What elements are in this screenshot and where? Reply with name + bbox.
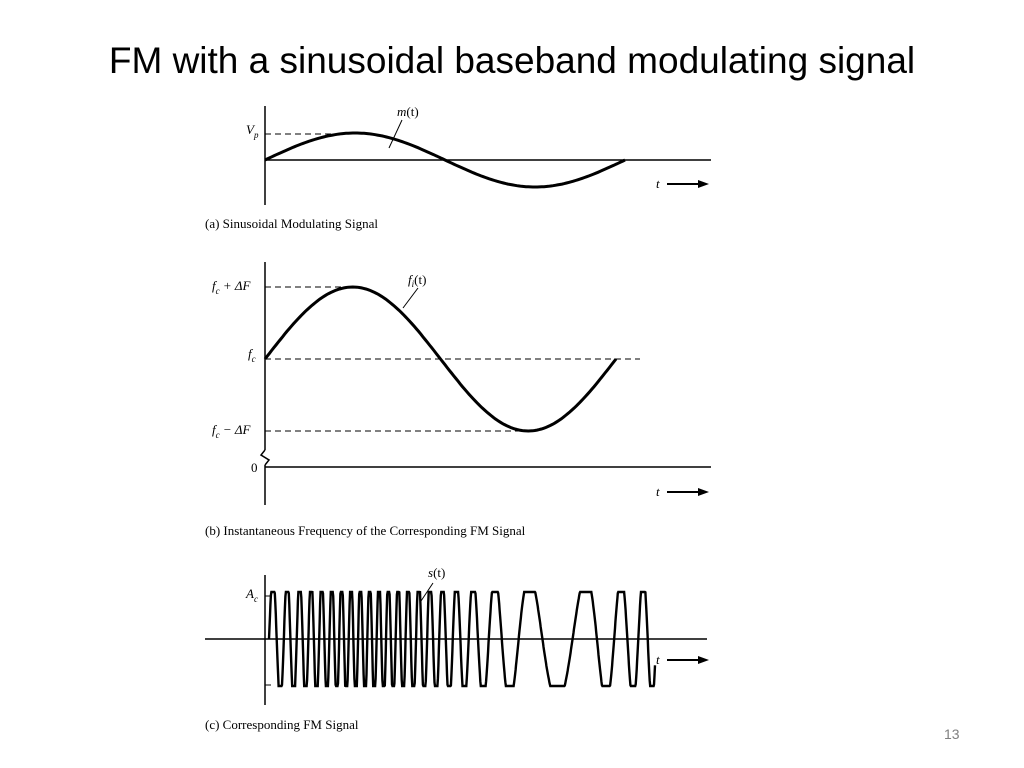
- panel-a-peak-label-base: V: [246, 122, 256, 137]
- panel-c-label-leader: [420, 582, 434, 602]
- panel-b-center-label-sub: c: [252, 354, 256, 364]
- panel-b-lower-label-rest: − ΔF: [220, 422, 252, 437]
- panel-a-curve-label: m(t): [397, 104, 419, 119]
- instantaneous-frequency-curve: [263, 285, 618, 433]
- panel-b-curve-label: fi(t): [408, 272, 426, 289]
- panel-b-curve-label-sub: i: [412, 279, 415, 289]
- panel-a-curve-label-arg: (t): [406, 104, 418, 119]
- panel-c-curve-label-arg: (t): [433, 565, 445, 580]
- panel-b-caption: (b) Instantaneous Frequency of the Corre…: [205, 523, 526, 538]
- panel-c-amplitude-label-base: A: [245, 586, 254, 601]
- axis-break-icon: [259, 449, 271, 466]
- panel-a-axis-label: t: [656, 176, 660, 191]
- arrow-right-icon: [667, 180, 709, 188]
- panel-b-center-label-base: f: [248, 346, 254, 361]
- panel-c-amplitude-label-sub: c: [254, 594, 258, 604]
- panel-b-upper-label-rest: + ΔF: [220, 278, 252, 293]
- panel-a-curve-label-fn: m: [397, 104, 406, 119]
- slide-title: FM with a sinusoidal baseband modulating…: [108, 40, 916, 81]
- panel-a-peak-label: Vp: [246, 122, 259, 140]
- panel-b-zero-label: 0: [251, 460, 258, 475]
- arrow-right-icon: [667, 488, 709, 496]
- panel-b-upper-label: fc + ΔF: [212, 278, 252, 296]
- panel-b-axis-label: t: [656, 484, 660, 499]
- panel-b-upper-label-sub: c: [216, 286, 220, 296]
- panel-c-caption: (c) Corresponding FM Signal: [205, 717, 359, 732]
- panel-c-curve-label: s(t): [428, 565, 445, 580]
- panel-b-label-leader: [402, 287, 419, 309]
- panel-b-curve-label-fn: f: [408, 272, 414, 287]
- panel-b-lower-label-sub: c: [216, 430, 220, 440]
- panel-a: m(t) Vp t (a) Sinusoidal Modulating Sign…: [205, 104, 711, 231]
- panel-a-peak-label-sub: p: [253, 130, 259, 140]
- panel-c-axis-label: t: [656, 652, 660, 667]
- panel-b-center-label: fc: [248, 346, 256, 364]
- panel-c: s(t) Ac t (c) Corresponding FM Signal: [205, 565, 709, 732]
- panel-c-curve-label-fn: s: [428, 565, 433, 580]
- panel-b-curve-label-arg: (t): [414, 272, 426, 287]
- panel-b-lower-label: fc − ΔF: [212, 422, 252, 440]
- panel-a-label-leader: [388, 119, 403, 149]
- panel-b-lower-label-base: f: [212, 422, 218, 437]
- panel-a-caption: (a) Sinusoidal Modulating Signal: [205, 216, 378, 231]
- panel-b-upper-label-base: f: [212, 278, 218, 293]
- arrow-right-icon: [667, 656, 709, 664]
- modulating-signal-curve: [264, 131, 626, 189]
- panel-c-amplitude-label: Ac: [245, 586, 258, 604]
- panel-b: fi(t) fc + ΔF fc fc − ΔF 0 t (b) Instant…: [205, 262, 711, 538]
- fm-signal-curve: [267, 590, 657, 688]
- page-number: 13: [944, 726, 960, 742]
